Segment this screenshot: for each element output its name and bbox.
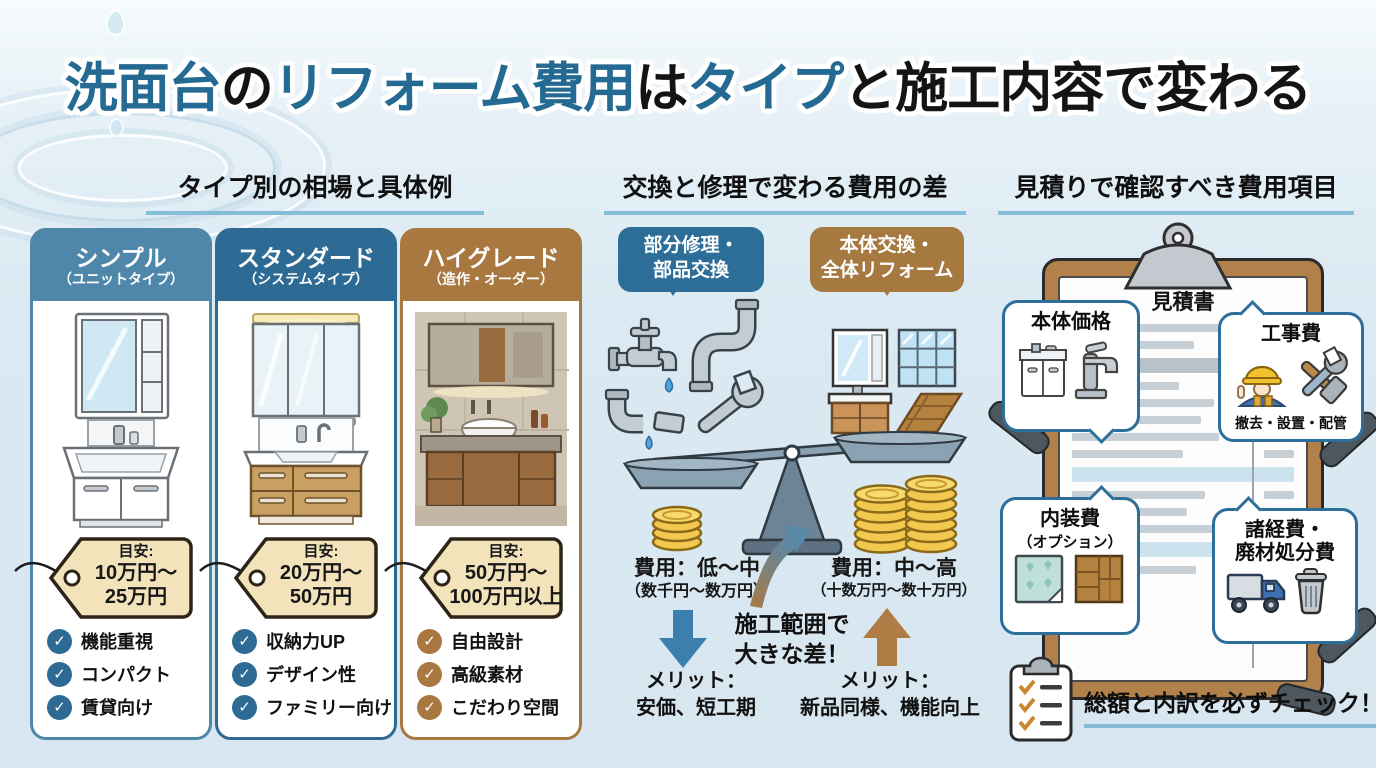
flooring-icon bbox=[894, 392, 964, 434]
tag-label: 目安: bbox=[488, 543, 524, 560]
tag-price: 20万円～ bbox=[279, 562, 363, 584]
simple-vanity-illustration-icon bbox=[33, 301, 209, 531]
wrench-icon bbox=[697, 369, 764, 434]
feature-item: ✓ コンパクト bbox=[47, 661, 209, 687]
feature-item: ✓ 高級素材 bbox=[417, 661, 579, 687]
scope-difference-note: 施工範囲で 大きな差！ bbox=[734, 611, 850, 667]
vanity-icon bbox=[827, 328, 893, 435]
check-icon: ✓ bbox=[47, 694, 72, 720]
callout-construction-cost: 工事費 撤去・設置・配管 bbox=[1218, 300, 1364, 442]
clipboard-clip-icon bbox=[1123, 222, 1233, 290]
price-tag: 目安: 50万円～ 100万円以上 bbox=[384, 535, 567, 621]
small-coin-stack-icon bbox=[651, 505, 703, 552]
water-ripple-icon bbox=[18, 134, 228, 202]
standard-vanity-illustration-icon bbox=[218, 301, 394, 531]
card-header: ハイグレード （造作・オーダー） bbox=[403, 231, 579, 301]
repair-bubble: 部分修理・ 部品交換 bbox=[618, 227, 764, 296]
tag-price: 50万円 bbox=[289, 586, 353, 608]
callout-interior-cost: 内装費 （オプション） bbox=[1000, 485, 1140, 635]
balance-scale-illustration-icon bbox=[604, 298, 968, 556]
tag-price: 25万円 bbox=[104, 586, 168, 608]
feature-item: ✓ 機能重視 bbox=[47, 628, 209, 654]
pipe-icon bbox=[688, 298, 760, 393]
check-icon: ✓ bbox=[417, 661, 442, 687]
water-drop-icon bbox=[109, 118, 124, 137]
feature-item: ✓ 収納力UP bbox=[232, 628, 394, 654]
balance-scale-icon bbox=[622, 431, 968, 556]
footer-check-note: 総額と内訳を必ずチェック！ bbox=[1084, 684, 1376, 728]
document-title: 見積書 bbox=[1151, 291, 1215, 314]
broken-pipe-icon bbox=[604, 388, 685, 450]
price-tag: 目安: 10万円～ 25万円 bbox=[14, 535, 197, 621]
types-section-heading: タイプ別の相場と具体例 bbox=[146, 168, 484, 215]
water-ripple-icon bbox=[0, 112, 276, 222]
tag-label: 目安: bbox=[303, 543, 339, 560]
wallpaper-and-flooring-icon bbox=[1014, 554, 1124, 604]
check-icon: ✓ bbox=[232, 694, 257, 720]
check-icon: ✓ bbox=[417, 628, 442, 654]
tag-price: 50万円～ bbox=[464, 562, 548, 584]
check-icon: ✓ bbox=[47, 661, 72, 687]
type-card-simple: シンプル （ユニットタイプ） bbox=[14, 228, 212, 740]
feature-item: ✓ 自由設計 bbox=[417, 628, 579, 654]
card-header: シンプル （ユニットタイプ） bbox=[33, 231, 209, 301]
tag-label: 目安: bbox=[118, 543, 154, 560]
replace-cost: 費用：中～高 （十数万円～数十万円） bbox=[811, 557, 977, 600]
feature-item: ✓ デザイン性 bbox=[232, 661, 394, 687]
feature-item: ✓ こだわり空間 bbox=[417, 694, 579, 720]
worker-and-tools-icon bbox=[1237, 345, 1348, 407]
tag-price: 100万円以上 bbox=[449, 586, 563, 608]
vanity-and-faucet-icon bbox=[1019, 341, 1119, 400]
check-icon: ✓ bbox=[232, 628, 257, 654]
callout-misc-disposal-cost: 諸経費・ 廃材処分費 bbox=[1212, 496, 1358, 644]
highgrade-vanity-photo-icon bbox=[403, 301, 579, 531]
checklist-icon bbox=[1009, 656, 1073, 742]
column-divider bbox=[1252, 318, 1254, 668]
estimate-section-heading: 見積りで確認すべき費用項目 bbox=[998, 168, 1354, 215]
truck-and-trashcan-icon bbox=[1226, 568, 1327, 615]
compare-section-heading: 交換と修理で変わる費用の差 bbox=[604, 168, 966, 215]
tag-price: 10万円～ bbox=[94, 562, 178, 584]
repair-merit: メリット： 安価、短工期 bbox=[636, 670, 756, 719]
feature-item: ✓ 賃貸向け bbox=[47, 694, 209, 720]
up-arrow-icon bbox=[863, 608, 911, 666]
type-card-standard: スタンダード （システムタイプ） bbox=[199, 228, 397, 740]
price-tag: 目安: 20万円～ 50万円 bbox=[199, 535, 382, 621]
replace-merit: メリット： 新品同様、機能向上 bbox=[800, 670, 980, 719]
replace-bubble: 本体交換・ 全体リフォーム bbox=[810, 227, 964, 296]
feature-item: ✓ ファミリー向け bbox=[232, 694, 394, 720]
water-drop-icon bbox=[106, 10, 125, 36]
check-icon: ✓ bbox=[232, 661, 257, 687]
check-icon: ✓ bbox=[417, 694, 442, 720]
tile-icon bbox=[897, 328, 957, 388]
repair-cost: 費用：低～中 （数千円～数万円） bbox=[624, 557, 769, 601]
large-coin-stacks-icon bbox=[853, 474, 958, 554]
callout-body-price: 本体価格 bbox=[1002, 300, 1140, 444]
faucet-icon bbox=[607, 317, 678, 393]
rising-cost-arrow-icon bbox=[750, 524, 812, 608]
check-icon: ✓ bbox=[47, 628, 72, 654]
card-header: スタンダード （システムタイプ） bbox=[218, 231, 394, 301]
type-card-highgrade: ハイグレード （造作・オーダー） bbox=[384, 228, 582, 740]
down-arrow-icon bbox=[659, 610, 707, 668]
page-title: 洗面台のリフォーム費用はタイプと施工内容で変わる bbox=[64, 59, 1312, 118]
